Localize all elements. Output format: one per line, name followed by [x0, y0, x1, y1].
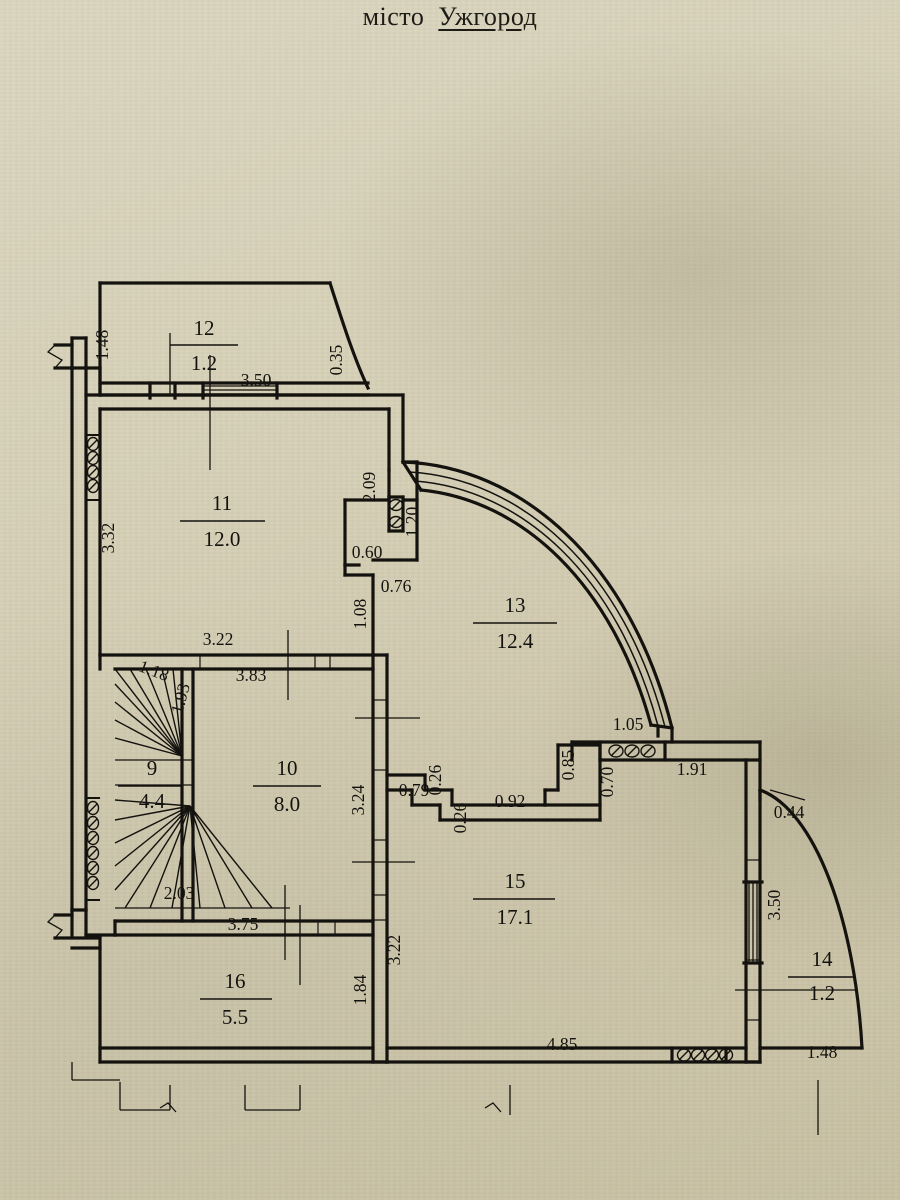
- balcony-12-outline: [98, 280, 371, 397]
- room-label-10: 10 8.0: [253, 756, 321, 816]
- room-9-area: 4.4: [139, 789, 166, 813]
- dim-0-76: 0.76: [381, 576, 412, 596]
- dim-3-32: 3.32: [98, 523, 118, 554]
- dim-0-35: 0.35: [326, 344, 346, 375]
- dim-0-26-b: 0.26: [450, 802, 470, 833]
- dim-4-85: 4.85: [547, 1034, 578, 1054]
- dim-1-91: 1.91: [677, 759, 708, 779]
- dimension-labels: 1.48 3.50 0.35 3.32 2.09 1.20 0.60 0.76 …: [92, 329, 838, 1062]
- curved-bay-wall-room13: [400, 459, 674, 744]
- room-11-area: 12.0: [204, 527, 241, 551]
- dim-0-70: 0.70: [597, 766, 617, 797]
- dim-1-93: 1.93: [167, 681, 194, 716]
- dim-3-50-top: 3.50: [241, 370, 272, 390]
- winder-stair-treads-upper: [114, 668, 183, 757]
- dim-0-79: 0.79: [399, 780, 430, 800]
- exterior-wall-left-lower: [53, 908, 117, 1064]
- dim-2-03: 2.03: [164, 883, 195, 903]
- dimension-lines: [46, 333, 855, 1135]
- dim-3-83: 3.83: [236, 665, 267, 685]
- dim-3-22-bottom: 3.22: [384, 935, 404, 966]
- room-13-number: 13: [505, 593, 526, 617]
- dim-0-92: 0.92: [495, 791, 526, 811]
- room-11-number: 11: [212, 491, 232, 515]
- room-label-16: 16 5.5: [200, 969, 272, 1029]
- room-label-14: 14 1.2: [788, 947, 856, 1005]
- title-prefix: місто: [362, 2, 425, 31]
- room-10-area: 8.0: [274, 792, 300, 816]
- title-city: Ужгород: [438, 2, 538, 31]
- dim-1-20: 1.20: [402, 506, 422, 537]
- dim-0-44: 0.44: [774, 802, 805, 822]
- exterior-wall-bottom-left: [98, 1046, 389, 1064]
- room-label-9: 9 4.4: [118, 756, 182, 813]
- dim-1-48-top: 1.48: [92, 329, 112, 360]
- dim-3-75: 3.75: [228, 914, 259, 934]
- room-label-11: 11 12.0: [180, 491, 265, 551]
- room-10-number: 10: [277, 756, 298, 780]
- room-12-number: 12: [194, 316, 215, 340]
- exterior-wall-bottom-right: [385, 1046, 762, 1064]
- room-14-number: 14: [812, 947, 834, 971]
- dim-0-85: 0.85: [558, 749, 578, 780]
- interior-wall-11-10: [98, 653, 375, 671]
- dim-3-24: 3.24: [348, 784, 368, 815]
- interior-wall-15-top-notched: [385, 743, 602, 822]
- window-between-11-13: [387, 495, 405, 533]
- room-label-12: 12 1.2: [170, 316, 238, 375]
- dim-1-84: 1.84: [350, 974, 370, 1005]
- window-left-lower: [86, 797, 100, 901]
- dim-1-48-right: 1.48: [807, 1042, 838, 1062]
- interior-wall-stairs-room10: [115, 667, 195, 923]
- exterior-wall-left: [70, 336, 88, 912]
- dim-0-60: 0.60: [352, 542, 383, 562]
- page-title: місто Ужгород: [0, 2, 900, 32]
- balcony-14-outline: [757, 787, 864, 1050]
- exterior-wall-top: [84, 393, 405, 472]
- dim-2-09: 2.09: [359, 471, 379, 502]
- dim-1-08: 1.08: [350, 598, 370, 629]
- dim-3-50-right: 3.50: [764, 889, 784, 920]
- interior-wall-central-vertical: [371, 653, 389, 1064]
- balcony-14-glazing: [742, 880, 764, 965]
- room-13-area: 12.4: [497, 629, 534, 653]
- room-16-area: 5.5: [222, 1005, 248, 1029]
- room-15-number: 15: [505, 869, 526, 893]
- window-left-upper: [86, 434, 100, 501]
- room-15-area: 17.1: [497, 905, 534, 929]
- dim-3-22-top: 3.22: [203, 629, 234, 649]
- dim-1-18: 1.18: [136, 656, 172, 685]
- room-16-number: 16: [225, 969, 246, 993]
- dim-0-26-a: 0.26: [425, 764, 445, 795]
- room-label-15: 15 17.1: [473, 869, 555, 929]
- winder-stair-treads-lower: [114, 799, 290, 909]
- room-12-area: 1.2: [191, 351, 217, 375]
- room-9-number: 9: [147, 756, 158, 780]
- room-14-area: 1.2: [809, 981, 835, 1005]
- wall-top-right-with-window: [570, 740, 762, 762]
- dim-1-05: 1.05: [613, 714, 644, 734]
- room-label-13: 13 12.4: [473, 593, 557, 653]
